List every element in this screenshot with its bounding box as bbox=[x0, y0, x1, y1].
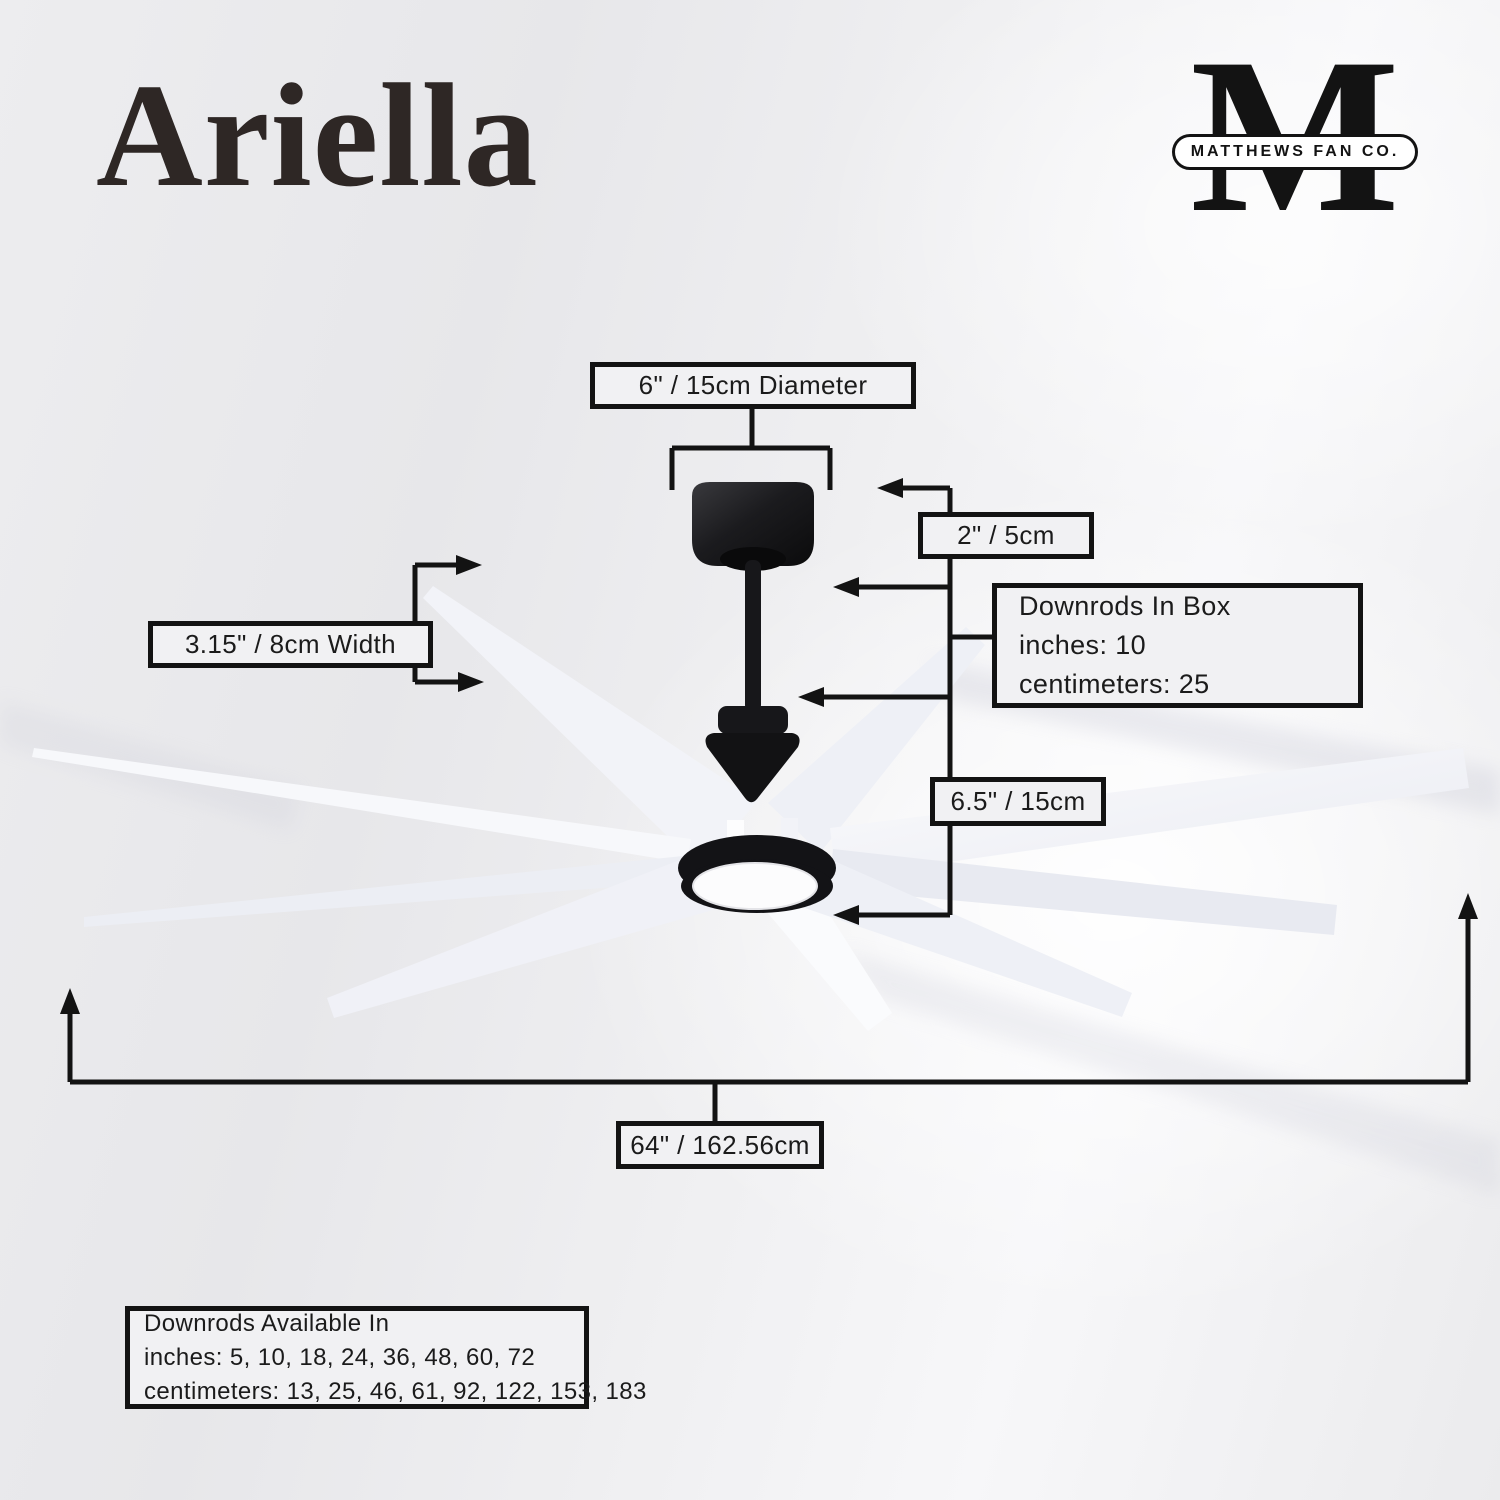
blade-up-left bbox=[423, 586, 757, 869]
downrods-in-box-centimeters: centimeters: 25 bbox=[1019, 669, 1210, 699]
arrow-left-light bbox=[833, 905, 859, 925]
downrods-available-label: Downrods Available In inches: 5, 10, 18,… bbox=[125, 1306, 646, 1409]
downrods-in-box-inches: inches: 10 bbox=[1019, 630, 1147, 660]
dimension-arrowheads bbox=[60, 478, 1478, 1014]
canopy-diameter-label: 6" / 15cm Diameter bbox=[590, 362, 916, 409]
canopy-underside bbox=[720, 547, 786, 571]
brand-name-pill: MATTHEWS FAN CO. bbox=[1172, 134, 1418, 170]
arrow-left-downrod-bottom bbox=[798, 687, 824, 707]
motor-housing bbox=[705, 733, 800, 803]
blade-left-low bbox=[84, 855, 695, 927]
product-title: Ariella bbox=[96, 54, 539, 218]
fan-blades bbox=[32, 586, 1469, 1031]
arrow-up-span-right bbox=[1458, 893, 1478, 919]
blade-right-low bbox=[829, 849, 1337, 935]
blade-width-text: 3.15" / 8cm Width bbox=[184, 629, 397, 659]
dimension-lines bbox=[67, 408, 1471, 1122]
arrow-right-blade-bottom bbox=[458, 672, 484, 692]
downrods-available-centimeters: centimeters: 13, 25, 46, 61, 92, 122, 15… bbox=[144, 1377, 647, 1405]
fan-span-label: 64" / 162.56cm bbox=[616, 1121, 824, 1169]
downrods-in-box-label: Downrods In Box inches: 10 centimeters: … bbox=[992, 583, 1363, 708]
canopy-diameter-text: 6" / 15cm Diameter bbox=[638, 370, 868, 400]
blade-holder-right bbox=[781, 818, 798, 840]
blade-width-label: 3.15" / 8cm Width bbox=[148, 621, 433, 668]
downrods-in-box-title: Downrods In Box bbox=[1019, 591, 1231, 621]
blade-down-right bbox=[796, 853, 1132, 1017]
downrods-available-inches: inches: 5, 10, 18, 24, 36, 48, 60, 72 bbox=[144, 1343, 536, 1371]
downrods-available-title: Downrods Available In bbox=[144, 1309, 390, 1337]
arrow-up-span-left bbox=[60, 988, 80, 1014]
motor-height-text: 6.5" / 15cm bbox=[950, 786, 1086, 816]
motor-height-label: 6.5" / 15cm bbox=[930, 777, 1106, 826]
brand-logo: M MATTHEWS FAN CO. bbox=[1170, 14, 1420, 258]
downrod-width-label: 2" / 5cm bbox=[918, 512, 1094, 559]
blade-up-right bbox=[768, 627, 985, 853]
blade-down-left bbox=[327, 852, 720, 1018]
fan-span-text: 64" / 162.56cm bbox=[630, 1129, 810, 1160]
canopy bbox=[692, 482, 814, 566]
arrow-left-downrod-top bbox=[833, 577, 859, 597]
arrow-right-blade-top bbox=[456, 555, 482, 575]
blade-right bbox=[830, 748, 1469, 878]
downrod-width-text: 2" / 5cm bbox=[957, 520, 1055, 550]
light-lens bbox=[692, 862, 818, 910]
fan-hardware bbox=[678, 482, 836, 913]
downrod-coupler bbox=[718, 706, 788, 734]
blade-left bbox=[32, 748, 691, 863]
arrow-left-canopy bbox=[877, 478, 903, 498]
downrod bbox=[745, 560, 761, 712]
